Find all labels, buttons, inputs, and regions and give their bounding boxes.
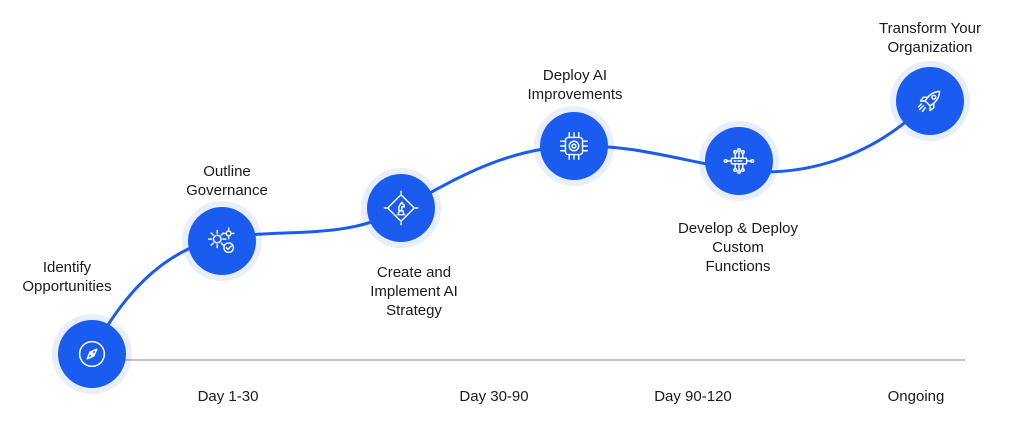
rocket-icon — [917, 90, 941, 113]
milestone-label-strategy: Create and Implement AI Strategy — [370, 264, 458, 319]
timeline-label: Day 90-120 — [654, 388, 732, 405]
milestone-node-deploy[interactable] — [540, 112, 608, 180]
timeline-label: Day 30-90 — [459, 388, 529, 405]
processor-chip-icon — [559, 131, 589, 161]
milestone-label-transform: Transform Your Organization — [879, 20, 981, 56]
milestone-node-strategy[interactable] — [367, 174, 435, 242]
milestone-node-develop[interactable] — [705, 127, 773, 195]
milestone-label-identify: Identify Opportunities — [22, 259, 112, 295]
timeline-label: Day 1-30 — [197, 388, 259, 405]
circuit-node-icon — [723, 148, 755, 174]
milestone-label-deploy: Deploy AI Improvements — [527, 67, 623, 103]
milestone-node-identify[interactable] — [58, 320, 126, 388]
milestone-node-transform[interactable] — [896, 67, 964, 135]
chip-chess-knight-icon — [383, 190, 419, 226]
timeline-label: Ongoing — [887, 388, 945, 405]
milestone-label-develop: Develop & Deploy Custom Functions — [677, 220, 799, 275]
gears-check-icon — [207, 227, 235, 254]
compass-icon — [78, 340, 106, 368]
milestone-label-governance: Outline Governance — [186, 163, 268, 199]
milestone-node-governance[interactable] — [188, 207, 256, 275]
